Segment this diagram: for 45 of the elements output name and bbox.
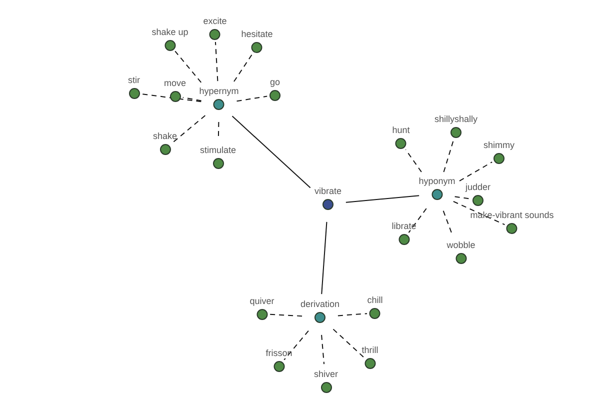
dashed-connector [170, 115, 206, 144]
node-label: chill [367, 295, 383, 306]
dashed-connector [174, 50, 202, 83]
dashed-connector [182, 96, 202, 102]
node-label: thrill [362, 345, 378, 356]
node-label: go [270, 77, 280, 88]
connector-line [345, 195, 420, 203]
dashed-connector [454, 196, 471, 200]
node-label: hyponym [418, 176, 456, 187]
dashed-connector [233, 53, 254, 82]
node-label: judder [465, 182, 491, 193]
dashed-connector [321, 334, 325, 365]
node-label: move [164, 78, 186, 89]
node-label: derivation [300, 299, 340, 310]
node-label: hesitate [241, 29, 273, 40]
node-label: stimulate [200, 145, 236, 156]
dashed-connector [337, 313, 368, 316]
dashed-connector [405, 149, 422, 172]
dashed-connector [284, 330, 309, 360]
dashed-connector [452, 200, 506, 226]
node-label: make-vibrant sounds [470, 210, 554, 221]
node-label: quiver [250, 296, 274, 307]
node-label: shimmy [484, 140, 514, 151]
node-label: shillyshally [434, 114, 478, 125]
node-label: excite [203, 16, 227, 27]
connector-line [232, 116, 311, 188]
dashed-connector [332, 328, 365, 358]
node-label: frisson [266, 348, 292, 359]
node-label: shiver [314, 369, 338, 380]
dashed-connector [270, 314, 303, 317]
dashed-connector [236, 96, 268, 102]
node-label: hunt [392, 125, 410, 136]
node-label: librate [392, 221, 416, 232]
node-label: shake [152, 131, 178, 142]
connector-line [321, 221, 328, 295]
node-label: shake up [152, 27, 188, 38]
node-label: vibrate [314, 186, 342, 197]
dashed-connector [408, 208, 427, 234]
dashed-connector [214, 41, 218, 82]
node-label: stir [128, 75, 140, 86]
dashed-connector [443, 139, 454, 172]
dashed-connector [458, 162, 493, 182]
node-label: hypernym [199, 86, 239, 97]
node-label: wobble [446, 240, 476, 251]
dashed-connector [141, 94, 202, 102]
